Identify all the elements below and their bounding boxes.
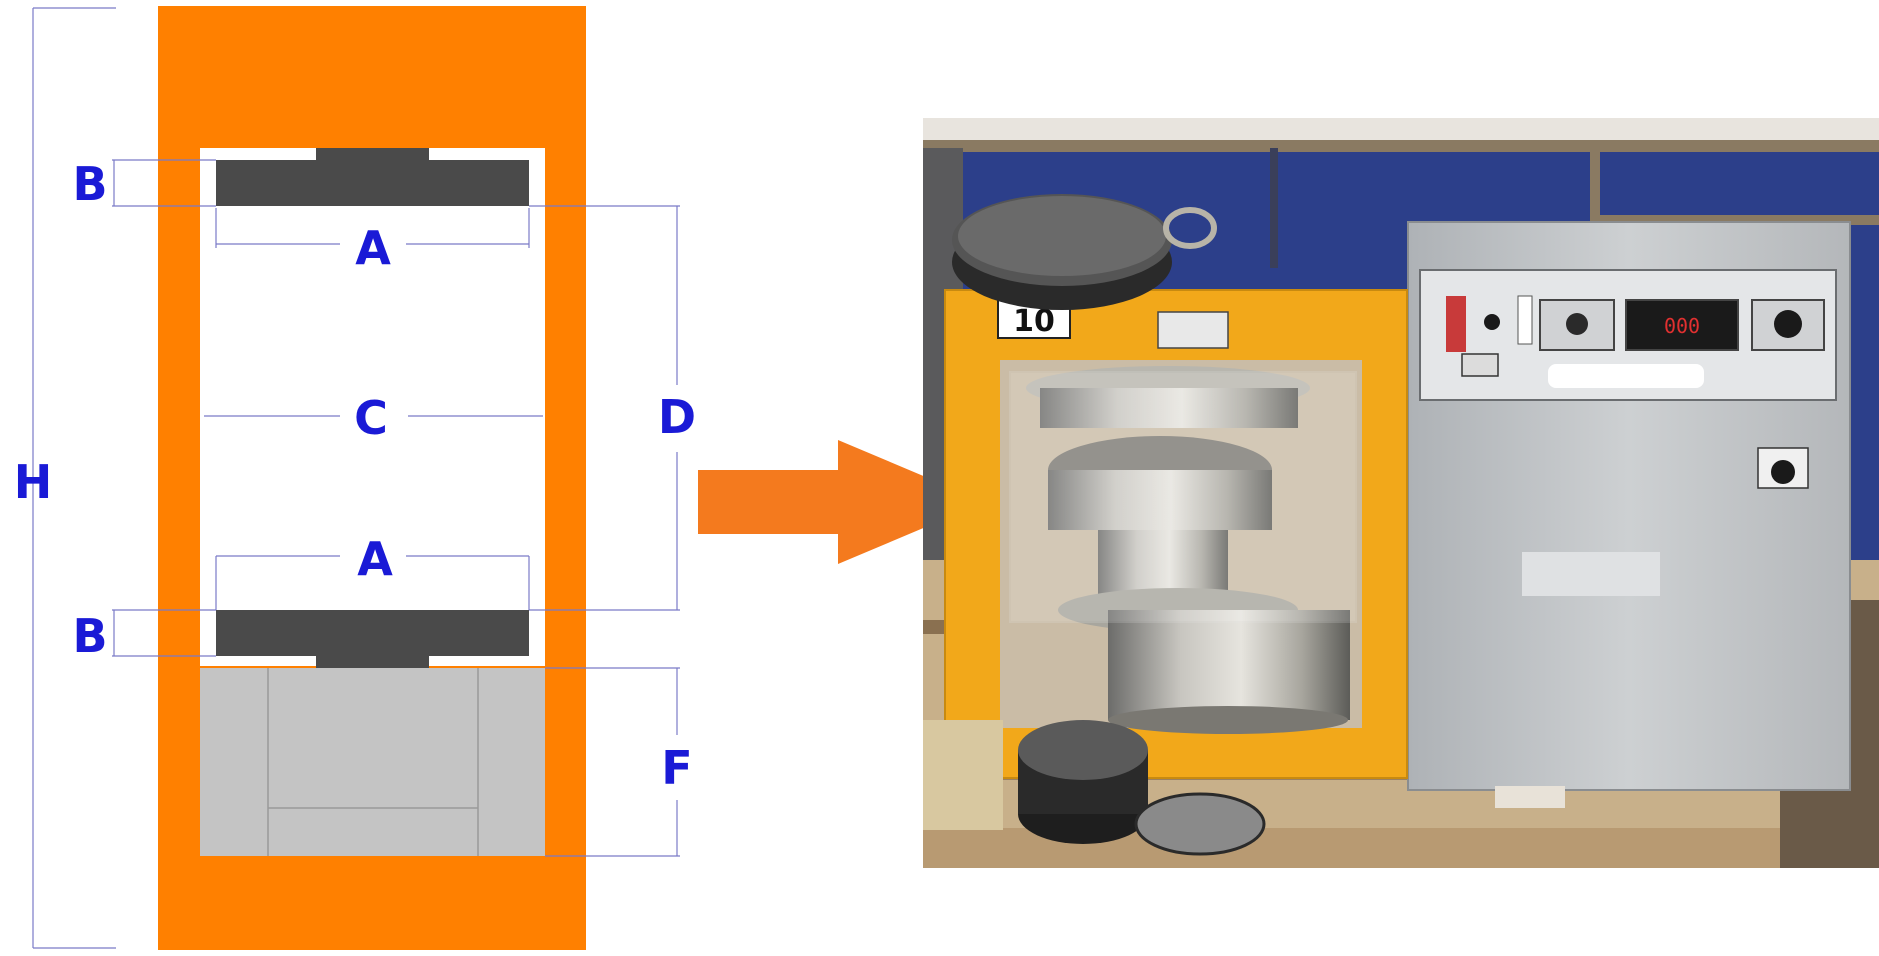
- safety-guard: [1009, 371, 1357, 623]
- bottom-platen-stem: [316, 656, 429, 668]
- machine-number: 10: [1013, 304, 1055, 339]
- label-C: C: [354, 391, 388, 445]
- hydraulic-base: [200, 668, 545, 856]
- dimension-labels: H B A C D A B F: [14, 157, 696, 795]
- label-A-top: A: [355, 221, 391, 275]
- label-H: H: [14, 455, 53, 509]
- top-platen-stem: [316, 148, 429, 160]
- label-D: D: [658, 390, 696, 444]
- spare-plate: [1134, 792, 1266, 856]
- display-readout: 000: [1664, 314, 1700, 338]
- bottom-platen: [216, 610, 529, 656]
- top-platen: [216, 160, 529, 206]
- label-F: F: [661, 741, 692, 795]
- test-chamber: [200, 148, 545, 666]
- label-B-top: B: [72, 157, 107, 211]
- base-detail-lines: [267, 668, 479, 856]
- label-A-bottom: A: [357, 532, 393, 586]
- dimension-lines: [32, 7, 680, 949]
- digital-display: [1625, 299, 1739, 351]
- press-schematic: [158, 6, 586, 950]
- machine-photo: 000 10: [923, 118, 1879, 868]
- label-B-bottom: B: [72, 609, 107, 663]
- right-arrow-icon: [698, 440, 985, 564]
